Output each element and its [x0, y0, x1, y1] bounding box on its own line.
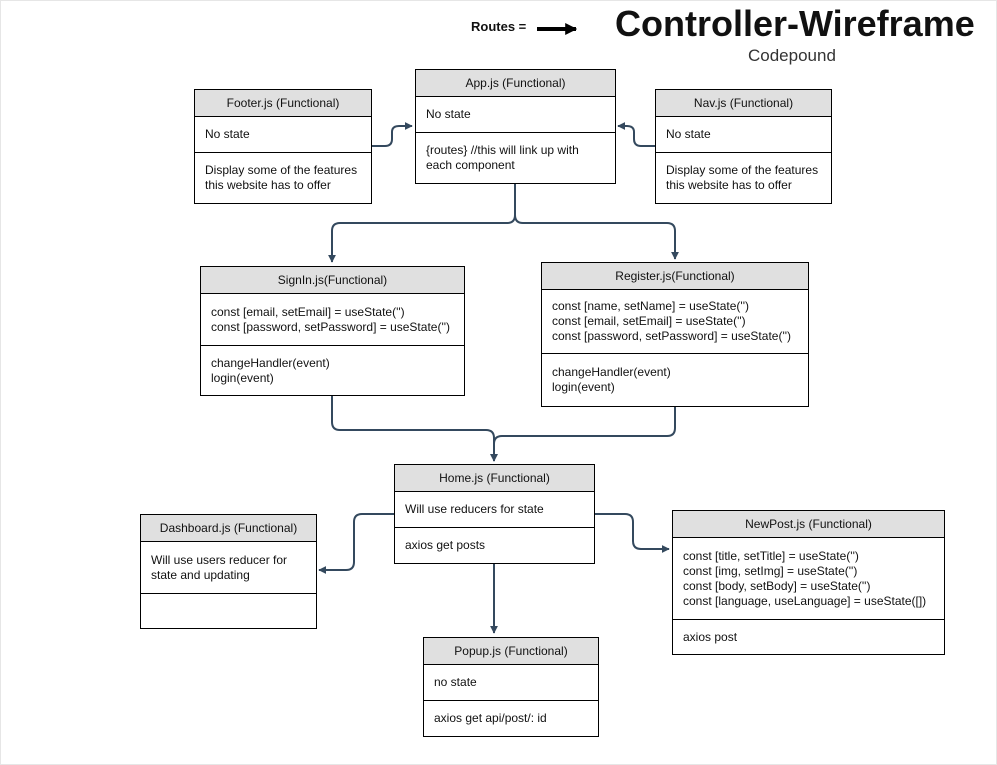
newpost-component-state: const [title, setTitle] = useState('') c…: [683, 548, 927, 608]
newpost-component-methods: axios post: [673, 619, 944, 654]
register-component-box: Register.js(Functional) const [name, set…: [541, 262, 809, 407]
nav-component-methods: Display some of the features this websit…: [656, 152, 831, 203]
footer-component-methods: Display some of the features this websit…: [195, 152, 371, 203]
signin-component-methods: changeHandler(event) login(event): [201, 345, 464, 395]
footer-component-title: Footer.js (Functional): [195, 90, 371, 117]
connector-register-to-home: [490, 406, 676, 462]
register-component-title: Register.js(Functional): [542, 263, 808, 290]
footer-component-state: No state: [205, 127, 250, 141]
popup-component-methods: axios get api/post/: id: [424, 700, 598, 736]
connector-nav-to-app: [617, 122, 655, 147]
register-component-methods: changeHandler(event) login(event): [542, 353, 808, 406]
app-component-methods: {routes} //this will link up with each c…: [416, 132, 615, 183]
connector-home-to-dashboard: [318, 513, 394, 574]
newpost-component-box: NewPost.js (Functional) const [title, se…: [672, 510, 945, 655]
home-component-title: Home.js (Functional): [395, 465, 594, 492]
connector-app-to-register: [514, 183, 679, 260]
nav-component-state: No state: [666, 127, 711, 141]
dashboard-component-state: Will use users reducer for state and upd…: [151, 552, 288, 582]
connector-signin-to-home: [331, 396, 498, 462]
popup-component-box: Popup.js (Functional) no state axios get…: [423, 637, 599, 737]
connector-home-to-newpost: [595, 513, 670, 553]
app-component-box: App.js (Functional) No state {routes} //…: [415, 69, 616, 184]
signin-component-box: SignIn.js(Functional) const [email, setE…: [200, 266, 465, 396]
register-component-state: const [name, setName] = useState('') con…: [552, 299, 792, 343]
home-component-methods: axios get posts: [395, 527, 594, 563]
nav-component-box: Nav.js (Functional) No state Display som…: [655, 89, 832, 204]
diagram-subtitle: Codepound: [748, 46, 836, 65]
popup-component-title: Popup.js (Functional): [424, 638, 598, 665]
signin-component-title: SignIn.js(Functional): [201, 267, 464, 294]
connector-footer-to-app: [371, 122, 413, 147]
home-component-box: Home.js (Functional) Will use reducers f…: [394, 464, 595, 564]
dashboard-component-title: Dashboard.js (Functional): [141, 515, 316, 542]
app-component-state: No state: [426, 107, 471, 121]
nav-component-title: Nav.js (Functional): [656, 90, 831, 117]
diagram-title: Controller-Wireframe: [615, 3, 975, 44]
signin-component-state: const [email, setEmail] = useState('') c…: [211, 304, 451, 334]
home-component-state: Will use reducers for state: [405, 502, 544, 516]
newpost-component-title: NewPost.js (Functional): [673, 511, 944, 538]
app-component-title: App.js (Functional): [416, 70, 615, 97]
dashboard-component-methods: [141, 593, 316, 628]
dashboard-component-box: Dashboard.js (Functional) Will use users…: [140, 514, 317, 629]
popup-component-state: no state: [434, 675, 477, 689]
routes-legend-label: Routes =: [471, 19, 527, 34]
footer-component-box: Footer.js (Functional) No state Display …: [194, 89, 372, 204]
